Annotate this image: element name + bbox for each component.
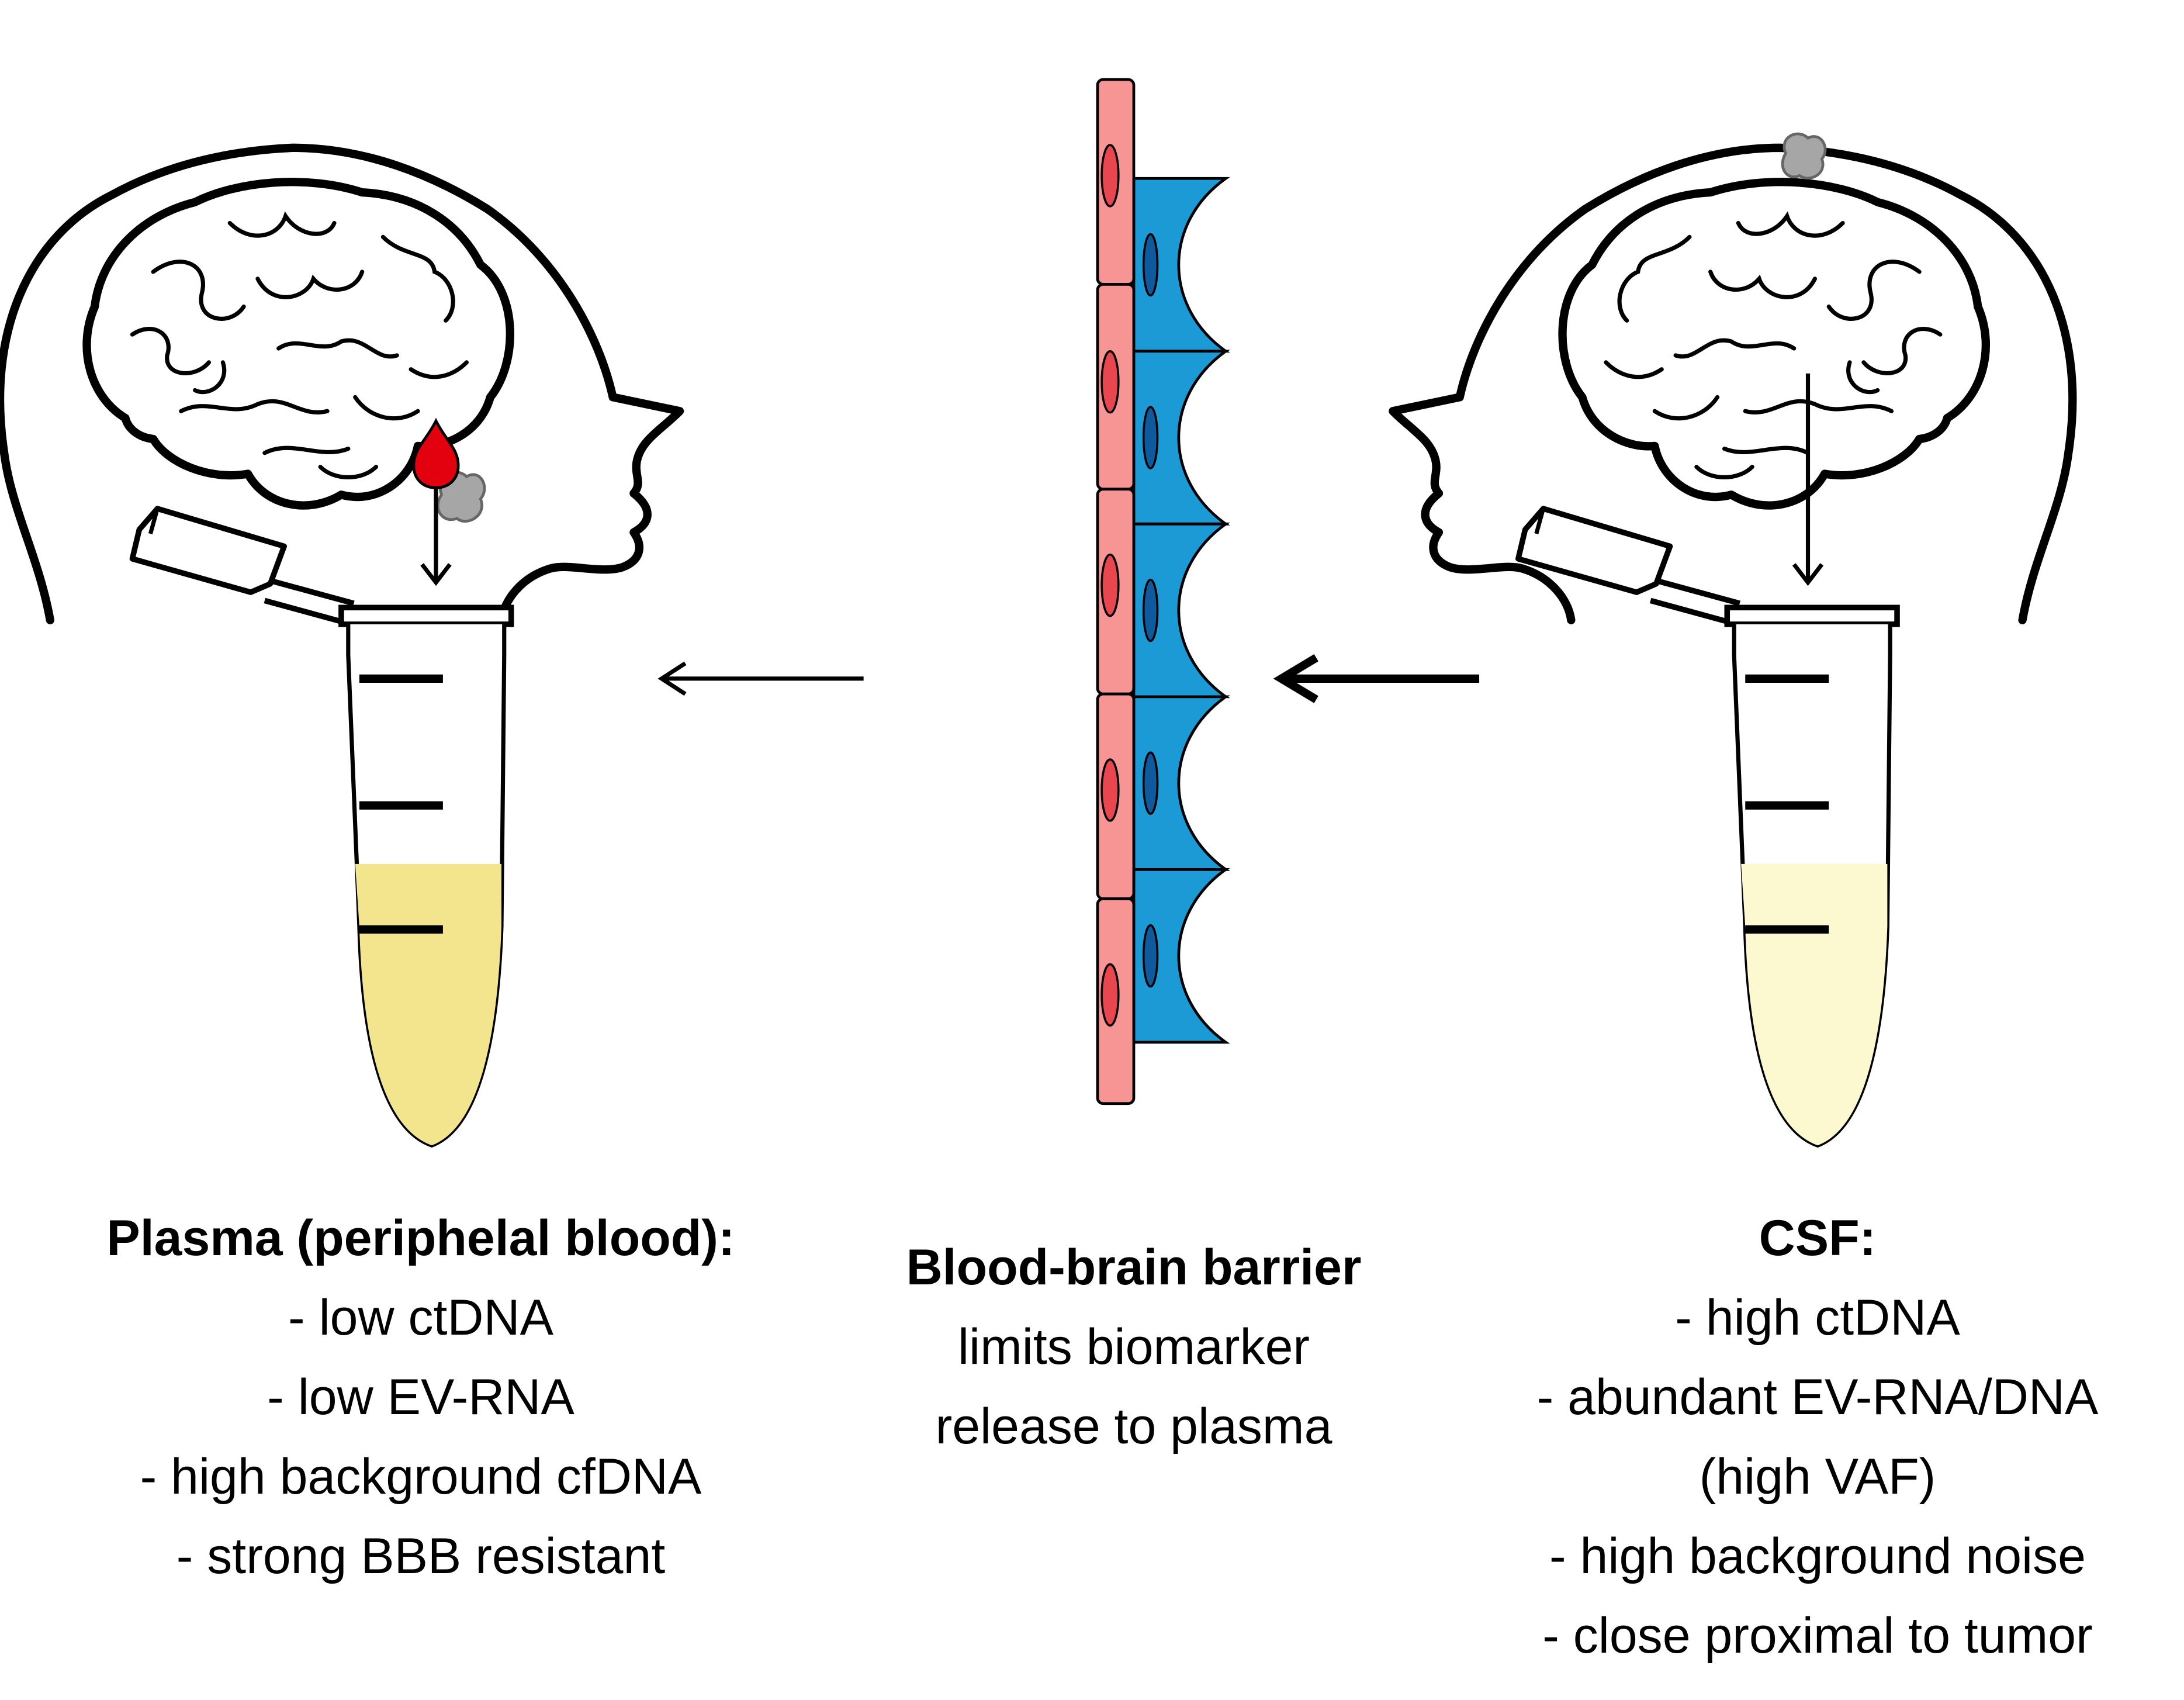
csf-sample-tube-icon [1518,509,1897,1145]
barrier-line: limits biomarker [957,1319,1310,1375]
csf-caption: CSF: - high ctDNA - abundant EV-RNA/DNA … [1449,1198,2184,1675]
astrocyte-nuclei [1142,233,1159,988]
csf-item: (high VAF) [1699,1449,1936,1505]
csf-item: - high background noise [1549,1528,2086,1584]
arrow-from-csf-icon [1273,654,1480,703]
plasma-title: Plasma (periphelal blood): [106,1210,735,1266]
plasma-sample-tube-icon [132,509,511,1145]
left-patient-panel [0,148,680,620]
down-arrow-icon [1792,373,1824,586]
plasma-fill [355,863,501,1146]
plasma-item: - high background cfDNA [140,1449,702,1505]
plasma-item: - strong BBB resistant [176,1528,666,1584]
tumor-icon [1781,132,1827,179]
csf-item: - high ctDNA [1675,1290,1960,1346]
blood-brain-barrier-icon [1096,78,1230,1105]
arrow-to-plasma-icon [657,661,864,696]
barrier-line: release to plasma [935,1398,1332,1454]
endothelial-nuclei [1100,144,1120,1027]
csf-title: CSF: [1759,1210,1877,1266]
barrier-caption: Blood-brain barrier limits biomarker rel… [842,1228,1426,1466]
right-patient-panel [1393,148,2072,620]
brain-icon [1563,182,1986,505]
plasma-caption: Plasma (periphelal blood): - low ctDNA -… [12,1198,830,1596]
csf-item: - abundant EV-RNA/DNA [1536,1369,2099,1425]
plasma-item: - low EV-RNA [267,1369,574,1425]
down-arrow-icon [420,488,452,586]
astrocyte-cells [1132,177,1230,1044]
csf-fill [1741,863,1888,1146]
plasma-item: - low ctDNA [288,1290,553,1346]
csf-item: - close proximal to tumor [1542,1608,2093,1664]
barrier-title: Blood-brain barrier [906,1239,1362,1295]
